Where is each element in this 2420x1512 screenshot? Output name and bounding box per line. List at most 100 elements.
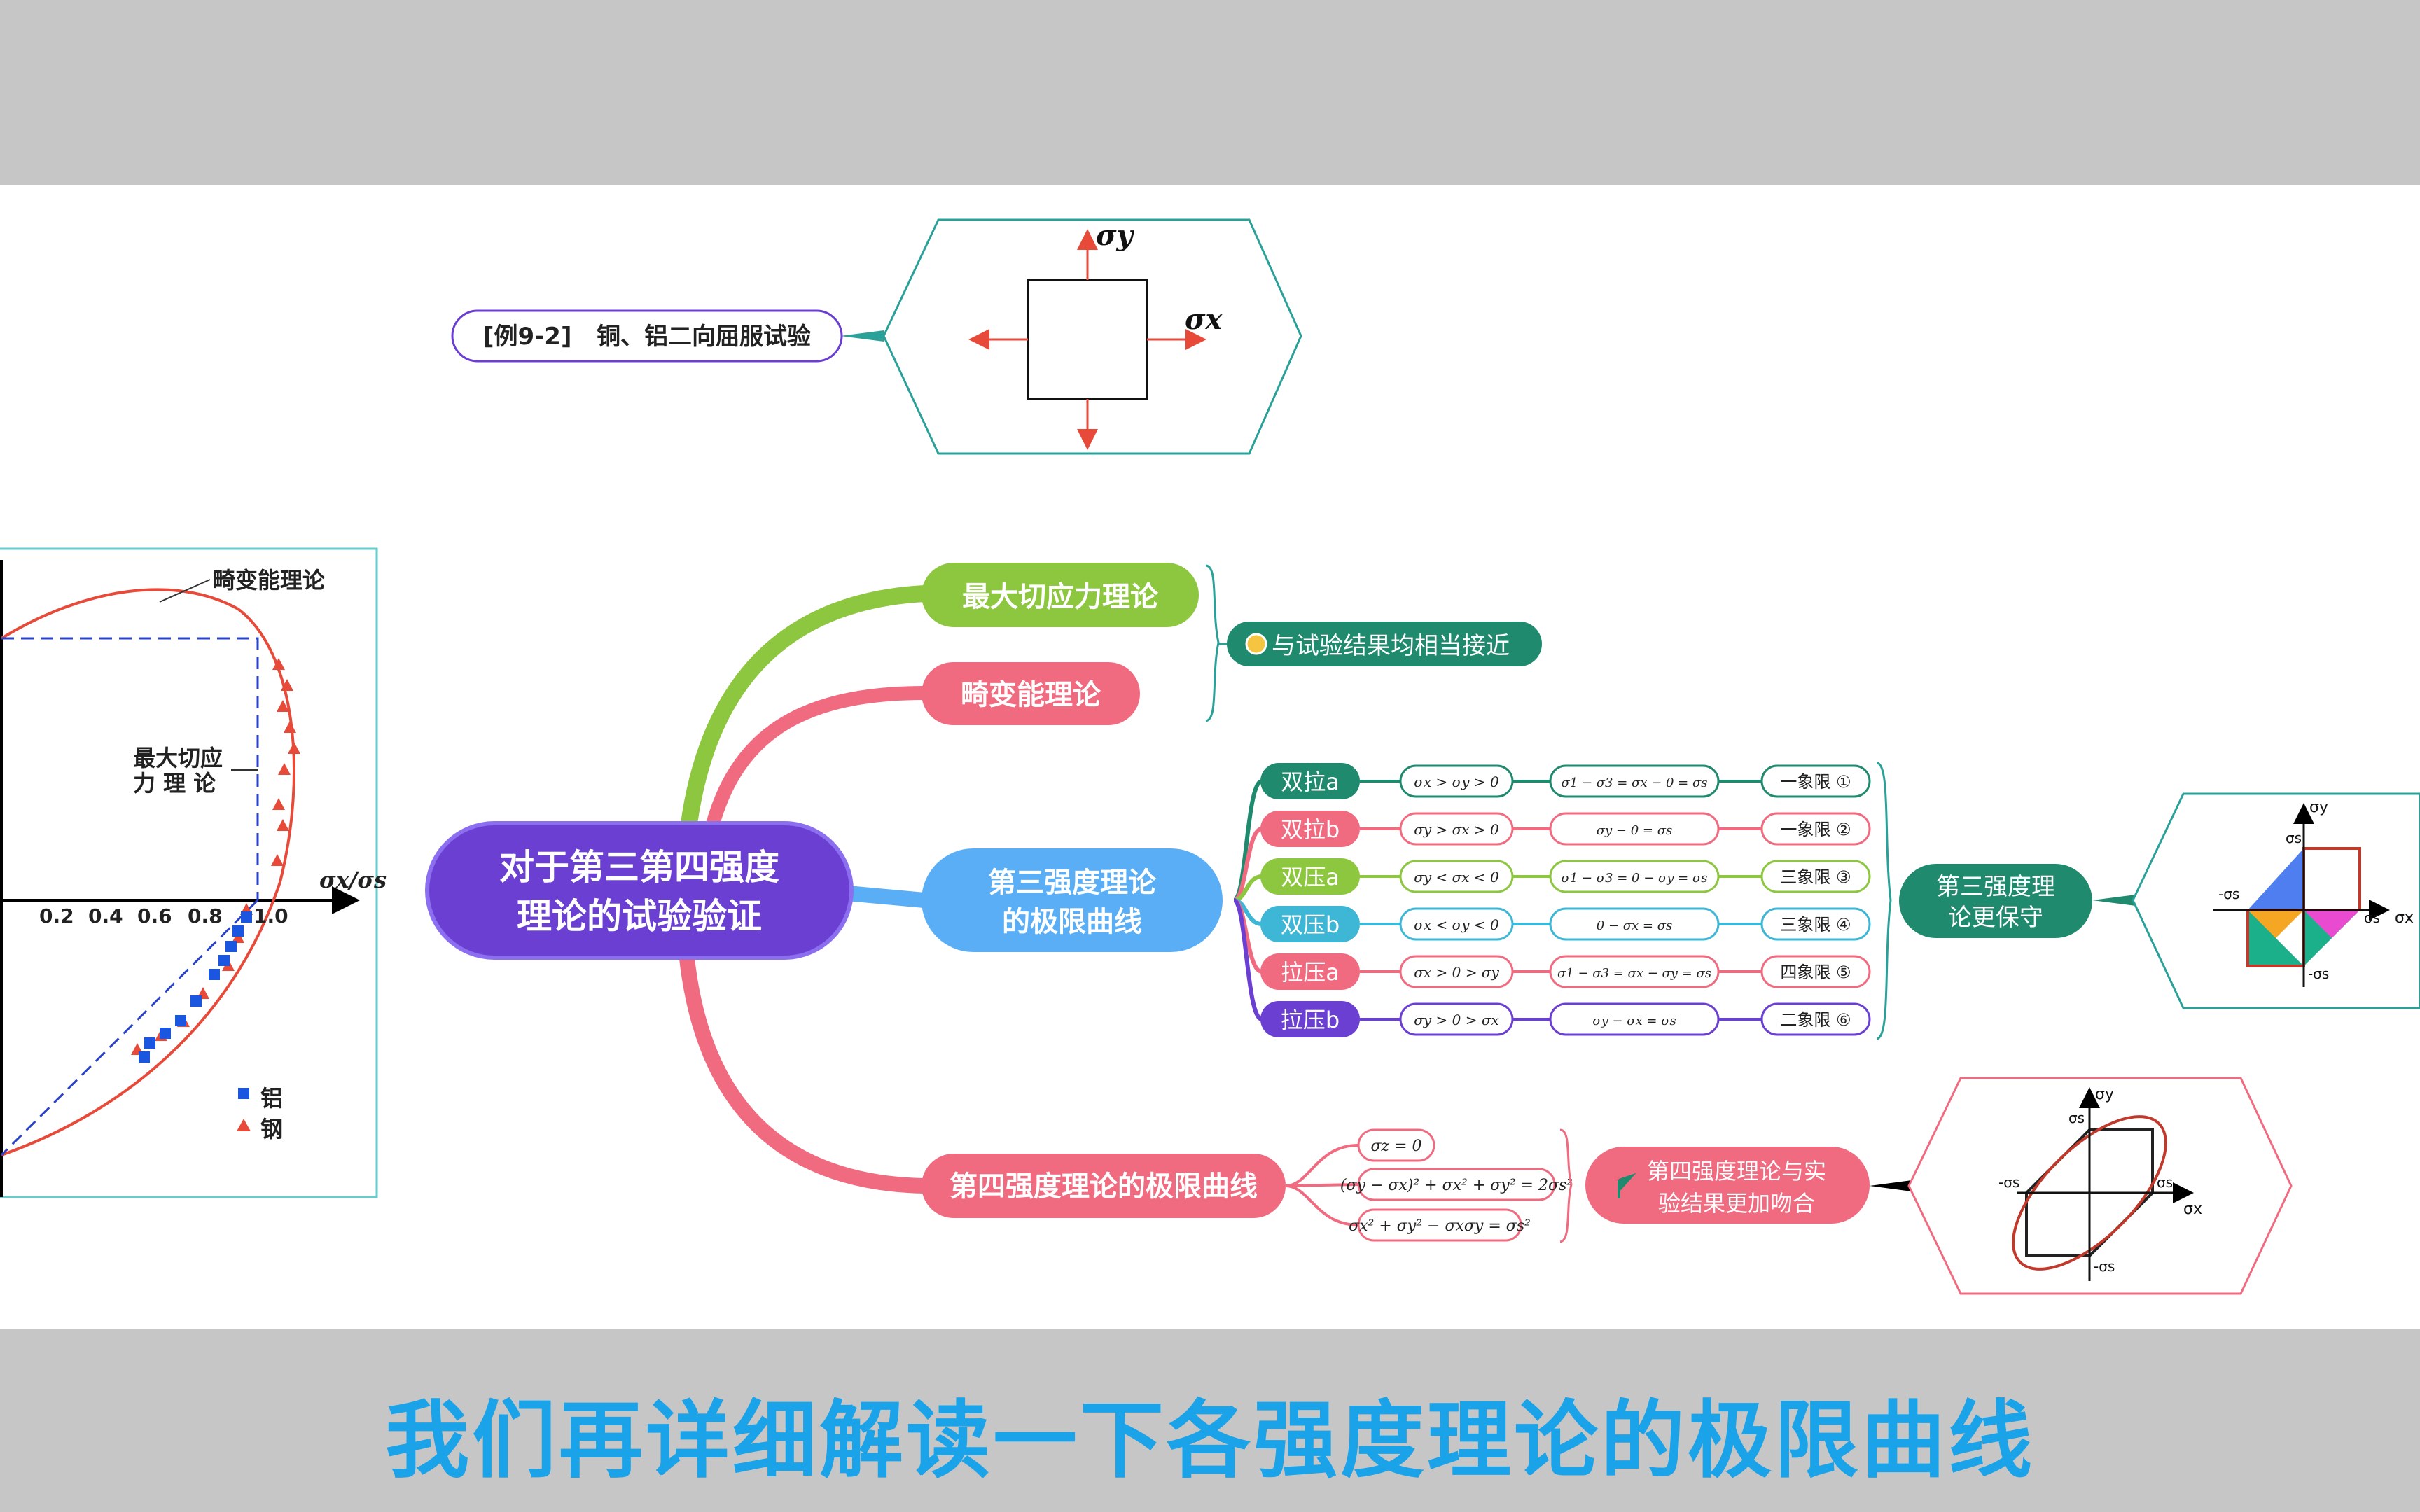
node-third-curve-line2: 的极限曲线 [1002,906,1142,938]
central-topic-line1: 对于第三第四强度 [499,847,779,888]
stress-element-square [1027,279,1148,400]
chart-distortion-label: 畸变能理论 [213,567,326,594]
third-case-name: 双拉b [1281,816,1340,843]
third-chart-sx: σx [2395,909,2414,927]
fourth-chart-sx: σx [2183,1200,2202,1218]
third-case-equation-text: σy − 0 = σs [1597,823,1672,838]
third-case-condition-text: σy < σx < 0 [1414,869,1499,886]
third-case-quadrant-text: 四象限 ⑤ [1780,962,1851,982]
branch-fourth-curve [679,944,932,1194]
note-close-label: 与试验结果均相当接近 [1272,632,1510,660]
steel-point [278,763,291,775]
third-case-link [1232,898,1263,1021]
sigma-x-label: σx [1185,303,1223,336]
legend-steel-marker [237,1119,251,1131]
third-case-equation-text: 0 − σx = σs [1597,918,1672,933]
third-case-name: 拉压b [1281,1007,1340,1033]
fourth-chart-sy: σy [2095,1086,2114,1103]
third-case-node[interactable] [1260,1001,1360,1037]
third-conclusion-line2: 论更保守 [1948,904,2043,932]
node-fourth-curve[interactable] [922,1154,1286,1218]
legend-al-label: 铝 [260,1085,283,1112]
third-case-quadrant-text: 一象限 ① [1780,772,1851,792]
legend-al-marker [238,1088,249,1099]
aluminum-point [144,1037,155,1049]
node-third-conclusion[interactable] [1899,864,2092,938]
node-note-close[interactable] [1227,622,1542,666]
tick-06: 0.6 [137,904,172,927]
aluminum-point [160,1028,171,1039]
third-chart-nss-bottom: -σs [2308,965,2329,982]
node-third-curve[interactable] [922,848,1223,952]
fourth-chart-nss-bottom: -σs [2094,1258,2115,1275]
third-case-quadrant[interactable] [1760,764,1871,798]
fourth-eq-3[interactable] [1357,1208,1522,1242]
steel-point [277,700,289,712]
third-case-name: 双拉a [1281,769,1340,795]
third-case-node[interactable] [1260,811,1360,847]
tick-08: 0.8 [188,904,223,927]
node-fourth-conclusion[interactable] [1585,1147,1870,1224]
aluminum-point [232,925,244,937]
node-fourth-curve-label: 第四强度理论的极限曲线 [950,1170,1258,1203]
fourth-eq-3-text: σx² + σy² − σxσy = σs² [1349,1217,1531,1235]
third-case-quadrant[interactable] [1760,812,1871,846]
third-case-node[interactable] [1260,906,1360,942]
example-title: 铜、铝二向屈服试验 [597,323,811,351]
node-third-curve-line1: 第三强度理论 [988,867,1157,899]
third-case-quadrant-text: 二象限 ⑥ [1780,1010,1851,1030]
aluminum-point [225,941,237,952]
fourth-hexagon-chart [2012,1087,2194,1281]
third-case-condition-text: σx < σy < 0 [1414,916,1499,933]
fourth-chart-nss-left: -σs [1998,1174,2019,1191]
chart-xlabel: σx/σs [319,867,387,893]
third-case-node[interactable] [1260,763,1360,799]
fourth-eq-link-2 [1285,1183,1359,1187]
steel-points [131,658,300,1055]
third-case-quadrant[interactable] [1760,1002,1871,1036]
fourth-eq-2[interactable] [1357,1168,1556,1201]
third-case-condition-text: σx > 0 > σy [1414,964,1499,981]
steel-point [281,679,293,691]
legend-steel-label: 钢 [260,1116,283,1142]
steel-point [284,721,296,733]
third-case-name: 双压a [1281,864,1340,890]
third-case-node[interactable] [1260,953,1360,990]
third-chart-ss-right: σs [2364,909,2380,926]
fourth-eq-link-3 [1285,1184,1359,1226]
fourth-eq-2-text: (σy − σx)² + σx² + σy² = 2σs² [1340,1177,1573,1194]
aluminum-point [175,1015,186,1026]
third-case-equation-text: σy − σx = σs [1592,1014,1676,1028]
brace-third [1876,762,1892,1040]
experiment-chart-frame [0,547,378,1198]
steel-point [271,854,284,866]
max-shear-line [1,637,259,900]
steel-point [272,658,285,670]
fourth-conclusion-line1: 第四强度理论与实 [1647,1158,1826,1184]
node-distortion[interactable] [922,662,1140,725]
example-label: [例9-2] [483,323,572,351]
sigma-y-label: σy [1096,219,1134,252]
third-case-condition-text: σx > σy > 0 [1414,774,1499,790]
third-case-node[interactable] [1260,858,1360,895]
brace-fourth [1559,1128,1573,1243]
central-topic-line2: 理论的试验验证 [517,896,762,937]
branch-distortion [700,686,931,854]
brace-close [1205,564,1220,722]
third-case-quadrant[interactable] [1760,860,1871,893]
node-distortion-label: 畸变能理论 [961,679,1101,711]
steel-point [232,931,244,943]
node-max-shear[interactable] [922,563,1199,627]
fourth-eq-1[interactable] [1357,1128,1435,1162]
example-node[interactable] [451,309,843,363]
third-case-quadrant[interactable] [1760,955,1871,988]
third-case-quadrant[interactable] [1760,907,1871,941]
fourth-hex-connector [1870,1180,1912,1191]
fourth-chart-ss-top: σs [2068,1110,2085,1126]
central-topic[interactable] [425,821,854,960]
